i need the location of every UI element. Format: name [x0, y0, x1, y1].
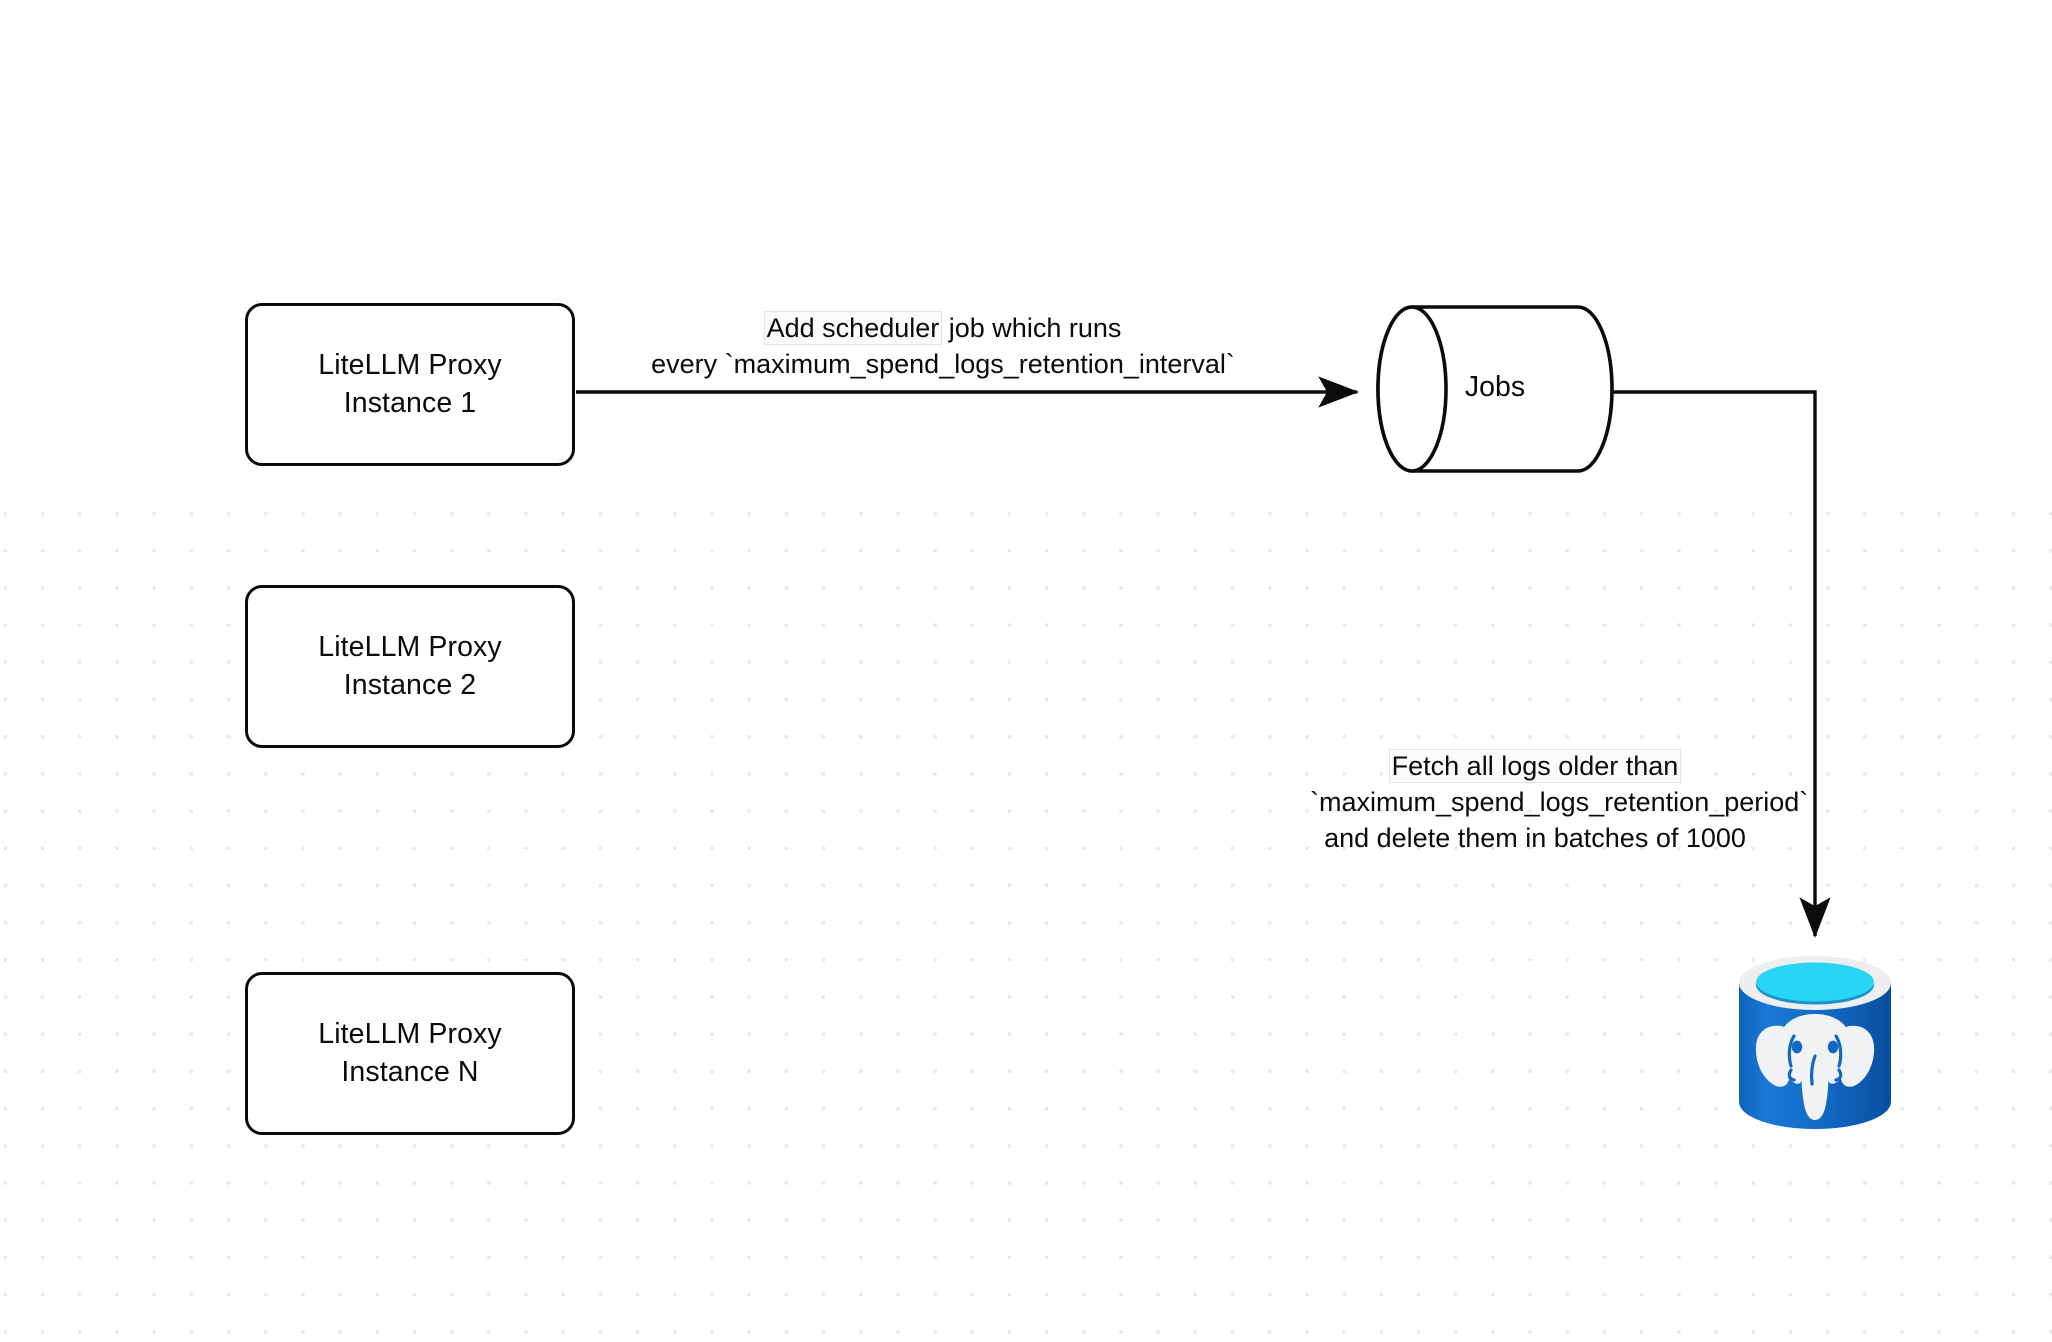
scheduler-highlight: Add scheduler — [764, 312, 942, 344]
postgresql-database-icon — [1739, 956, 1891, 1129]
scheduler-line1: Add scheduler job which runs — [583, 310, 1303, 346]
proxy-1-label: LiteLLM Proxy Instance 1 — [318, 347, 501, 421]
proxy-1-line2: Instance 1 — [343, 386, 477, 419]
fetch-line1: Fetch all logs older than — [1310, 748, 1760, 784]
edge-label-fetch: Fetch all logs older than `maximum_spend… — [1310, 748, 1809, 857]
fetch-highlight: Fetch all logs older than — [1389, 750, 1681, 782]
fetch-line2: `maximum_spend_logs_retention_period` — [1310, 787, 1809, 818]
scheduler-rest: job which runs — [941, 313, 1122, 343]
proxy-3-line1: LiteLLM Proxy — [318, 1018, 502, 1051]
proxy-2-line2: Instance 2 — [343, 668, 477, 701]
proxy-1-line1: LiteLLM Proxy — [318, 349, 502, 382]
proxy-3-line2: Instance N — [341, 1055, 479, 1088]
edge-jobs-to-database — [1612, 390, 1831, 939]
fetch-line3: and delete them in batches of 1000 — [1324, 823, 1746, 854]
proxy-2-label: LiteLLM Proxy Instance 2 — [318, 629, 501, 703]
scheduler-line2: every `maximum_spend_logs_retention_inte… — [651, 349, 1235, 380]
postgres-elephant-glyph — [1755, 1014, 1875, 1120]
jobs-cylinder-shape — [1376, 305, 1614, 473]
proxy-2-line1: LiteLLM Proxy — [318, 631, 502, 664]
proxy-3-label: LiteLLM Proxy Instance N — [318, 1016, 501, 1090]
node-litellm-proxy-instance-2[interactable]: LiteLLM Proxy Instance 2 — [245, 585, 575, 748]
node-litellm-proxy-instance-n[interactable]: LiteLLM Proxy Instance N — [245, 972, 575, 1135]
edge-label-scheduler: Add scheduler job which runs every `maxi… — [583, 310, 1303, 382]
jobs-cylinder-label: Jobs — [1464, 371, 1526, 403]
node-litellm-proxy-instance-1[interactable]: LiteLLM Proxy Instance 1 — [245, 303, 575, 466]
